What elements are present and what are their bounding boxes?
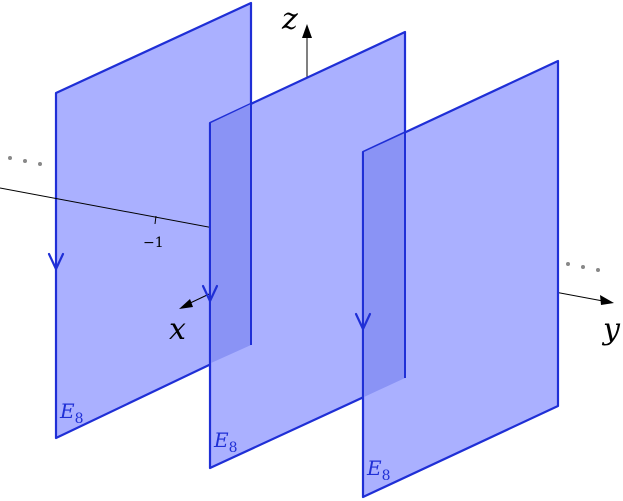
y-axis-label: y [601,312,621,347]
z-axis-label: z [281,2,298,37]
plane-front [361,59,560,499]
plane-label-middle: E8 [213,428,238,456]
z-axis-arrowhead [302,24,312,38]
y-axis-arrowhead [600,295,614,305]
plane-middle-overlap-region [211,104,251,363]
plane-label-back: E8 [59,399,84,427]
front-plane-group [354,59,560,499]
plane-label-front: E8 [366,456,391,484]
plane-front-overlap-region [364,133,405,397]
x-axis-arrowhead [179,299,193,309]
x-axis-label: x [169,312,186,347]
right-continuation-dots [566,262,600,272]
tick-y-neg-one [154,215,157,225]
orientation-arrow-middle [201,284,219,303]
left-continuation-dots [8,156,42,166]
orientation-arrow-front [354,312,372,331]
middle-plane-group [201,30,407,470]
orientation-arrow-back [47,252,65,271]
tick-label-y-neg-one: −1 [143,235,164,251]
